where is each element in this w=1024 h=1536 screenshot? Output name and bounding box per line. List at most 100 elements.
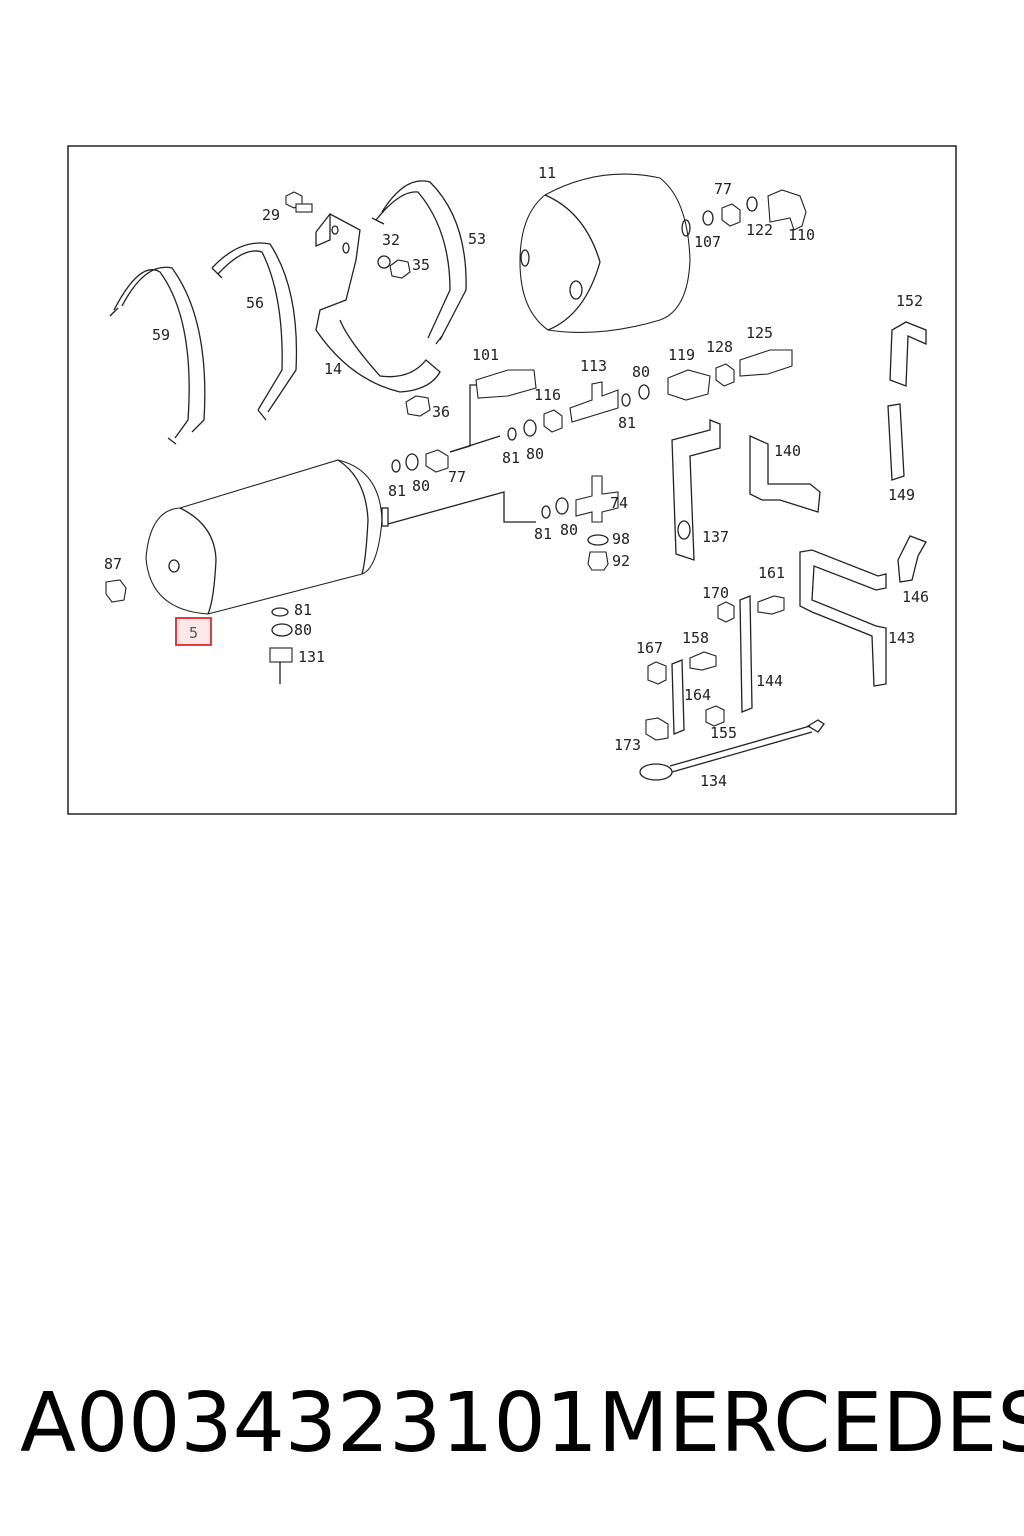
callout-167: 167 (636, 639, 663, 657)
callout-164: 164 (684, 686, 711, 704)
switch-119 (667, 369, 711, 401)
callout-173: 173 (614, 736, 641, 754)
callout-149: 149 (888, 486, 915, 504)
valve-110 (767, 189, 807, 231)
bracket-146 (897, 535, 927, 583)
washer-81-mid (621, 393, 631, 407)
callout-labels: 11 77 29 32 35 53 107 122 110 56 59 14 3… (104, 164, 929, 790)
bracket-152 (889, 321, 927, 387)
callout-81-c: 81 (388, 482, 406, 500)
caption: A0034323101 MERCEDES (20, 1368, 1024, 1478)
washer-81-e (271, 607, 289, 617)
callout-80-c: 80 (412, 477, 430, 495)
callout-146: 146 (902, 588, 929, 606)
line-80-to-116 (449, 435, 501, 453)
callout-137: 137 (702, 528, 729, 546)
bolt-29 (285, 191, 313, 213)
callout-80-a: 80 (632, 363, 650, 381)
callout-110: 110 (788, 226, 815, 244)
callout-14: 14 (324, 360, 342, 378)
callout-161: 161 (758, 564, 785, 582)
fitting-101 (475, 369, 537, 399)
callout-56: 56 (246, 294, 264, 312)
grommet-173 (645, 717, 669, 741)
tee-113 (569, 381, 619, 423)
callout-125: 125 (746, 324, 773, 342)
nut-167 (647, 661, 667, 685)
nut-128 (715, 363, 735, 387)
line-tank5-to-74 (387, 491, 536, 525)
callout-32: 32 (382, 231, 400, 249)
washer-80-b (523, 419, 537, 437)
bolt-161 (757, 595, 785, 615)
callout-144: 144 (756, 672, 783, 690)
strap-53 (371, 180, 467, 345)
bracket-137-hole (677, 520, 691, 540)
washer-81-b (507, 427, 517, 441)
bracket-14 (315, 213, 441, 393)
plug-92 (587, 551, 609, 571)
nut-36 (405, 395, 431, 417)
nut-155 (705, 705, 725, 727)
callout-87: 87 (104, 555, 122, 573)
callout-80-e: 80 (294, 621, 312, 639)
callout-155: 155 (710, 724, 737, 742)
bracket-137 (671, 419, 721, 561)
tank-11 (519, 173, 691, 333)
callout-5: 5 (189, 624, 198, 642)
callout-81-a: 81 (618, 414, 636, 432)
callout-74: 74 (610, 494, 628, 512)
callout-143: 143 (888, 629, 915, 647)
diagram-frame (67, 145, 957, 815)
callout-92: 92 (612, 552, 630, 570)
callout-98: 98 (612, 530, 630, 548)
highlight-box (175, 617, 212, 646)
bracket-149 (887, 403, 905, 481)
callout-80-d: 80 (560, 521, 578, 539)
washer-81-c (391, 459, 401, 473)
line-77-to-101 (449, 384, 480, 453)
callout-36: 36 (432, 403, 450, 421)
callout-113: 113 (580, 357, 607, 375)
callout-35: 35 (412, 256, 430, 274)
strap-59 (109, 266, 206, 445)
callout-131: 131 (298, 648, 325, 666)
callout-29: 29 (262, 206, 280, 224)
washer-80-e (271, 623, 293, 637)
nut-170 (717, 601, 735, 623)
washer-80-mid (638, 384, 650, 400)
washer-107 (702, 210, 714, 226)
callout-81-d: 81 (534, 525, 552, 543)
washer-81-d (541, 505, 551, 519)
nut-77-top (721, 203, 741, 227)
callout-158: 158 (682, 629, 709, 647)
cross-74 (575, 475, 619, 523)
tank-5 (145, 459, 389, 615)
bracket-143 (799, 549, 887, 687)
callout-134: 134 (700, 772, 727, 790)
washer-32 (377, 255, 391, 269)
callout-152: 152 (896, 292, 923, 310)
washer-80-c (405, 453, 419, 471)
callout-77: 77 (714, 180, 732, 198)
callout-170: 170 (702, 584, 729, 602)
nut-35 (389, 259, 411, 279)
callout-59: 59 (152, 326, 170, 344)
nut-116 (543, 409, 563, 433)
valve-125 (739, 349, 793, 377)
washer-98 (587, 534, 609, 546)
callout-140: 140 (774, 442, 801, 460)
cable-134 (639, 719, 825, 781)
callout-116: 116 (534, 386, 561, 404)
strip-164 (671, 659, 685, 735)
strap-56 (211, 242, 298, 421)
callout-81-e: 81 (294, 601, 312, 619)
callout-81-b: 81 (502, 449, 520, 467)
callout-77-b: 77 (448, 468, 466, 486)
strip-144 (739, 595, 753, 713)
callout-80-b: 80 (526, 445, 544, 463)
bolt-158 (689, 651, 717, 671)
callout-53: 53 (468, 230, 486, 248)
callout-107: 107 (694, 233, 721, 251)
